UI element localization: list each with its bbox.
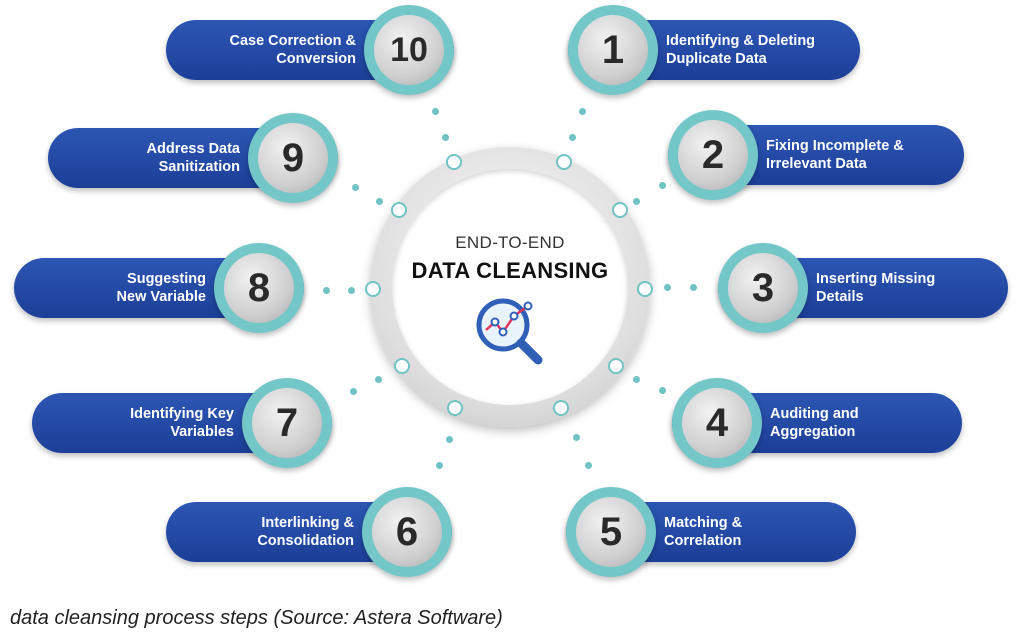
step-1-badge: 1 — [568, 5, 658, 95]
connector-dot — [442, 134, 449, 141]
step-8-number: 8 — [224, 253, 294, 323]
ring-node — [637, 281, 653, 297]
connector-dot — [376, 198, 383, 205]
step-9-badge: 9 — [248, 113, 338, 203]
data-cleansing-diagram: END-TO-END DATA CLEANSING Identifying & … — [14, 5, 1008, 577]
center-title-line2: DATA CLEANSING — [411, 258, 609, 283]
step-1-number: 1 — [578, 15, 648, 85]
connector-dot — [633, 198, 640, 205]
connector-dot — [348, 287, 355, 294]
connector-dot — [352, 184, 359, 191]
ring-node — [391, 202, 407, 218]
step-2-badge: 2 — [668, 110, 758, 200]
connector-dot — [579, 108, 586, 115]
connector-dot — [690, 284, 697, 291]
step-9-number: 9 — [258, 123, 328, 193]
connector-dot — [659, 387, 666, 394]
magnifier-chart-icon — [476, 298, 543, 365]
step-10-badge: 10 — [364, 5, 454, 95]
connector-dot — [432, 108, 439, 115]
ring-node — [446, 154, 462, 170]
step-2-number: 2 — [678, 120, 748, 190]
step-2-label: Fixing Incomplete & Irrelevant Data — [766, 138, 904, 172]
ring-node — [612, 202, 628, 218]
step-6-number: 6 — [372, 497, 442, 567]
step-8-label: Suggesting New Variable — [116, 271, 206, 305]
step-8-badge: 8 — [214, 243, 304, 333]
step-7-badge: 7 — [242, 378, 332, 468]
connector-dot — [664, 284, 671, 291]
step-4-number: 4 — [682, 388, 752, 458]
connector-dot — [659, 182, 666, 189]
connector-dot — [573, 434, 580, 441]
ring-node — [556, 154, 572, 170]
center-title-line1: END-TO-END — [455, 233, 565, 252]
figure-caption: data cleansing process steps (Source: As… — [10, 607, 503, 629]
step-5-number: 5 — [576, 497, 646, 567]
step-5-badge: 5 — [566, 487, 656, 577]
step-7-label: Identifying Key Variables — [130, 406, 234, 440]
connector-dot — [375, 376, 382, 383]
center-face — [392, 169, 628, 405]
ring-node — [608, 358, 624, 374]
step-10-label: Case Correction & Conversion — [229, 33, 356, 67]
step-3-badge: 3 — [718, 243, 808, 333]
ring-node — [394, 358, 410, 374]
connector-dot — [585, 462, 592, 469]
step-9-label: Address Data Sanitization — [146, 141, 240, 175]
connector-dot — [633, 376, 640, 383]
ring-node — [365, 281, 381, 297]
step-5-label: Matching & Correlation — [664, 515, 743, 549]
connector-dot — [350, 388, 357, 395]
step-6-badge: 6 — [362, 487, 452, 577]
step-6-label: Interlinking & Consolidation — [257, 515, 354, 549]
connector-dot — [436, 462, 443, 469]
step-10-number: 10 — [374, 15, 444, 85]
step-7-number: 7 — [252, 388, 322, 458]
step-1-label: Identifying & Deleting Duplicate Data — [666, 33, 816, 67]
step-3-number: 3 — [728, 253, 798, 323]
connector-dot — [569, 134, 576, 141]
step-4-badge: 4 — [672, 378, 762, 468]
ring-node — [553, 400, 569, 416]
step-4-label: Auditing and Aggregation — [770, 406, 859, 440]
step-3-label: Inserting Missing Details — [816, 271, 936, 305]
connector-dot — [323, 287, 330, 294]
connector-dot — [446, 436, 453, 443]
ring-node — [447, 400, 463, 416]
